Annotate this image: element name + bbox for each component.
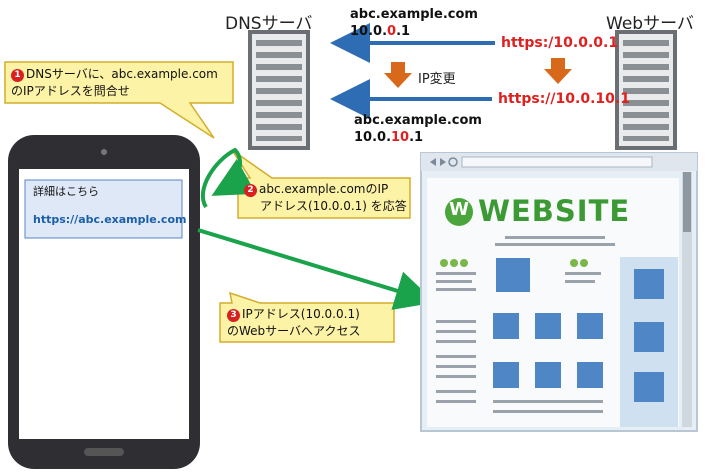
web-ip-old: https:/10.0.0.1: [501, 35, 619, 51]
ip-highlight: 10: [391, 130, 410, 145]
phone-note: 詳細はこちら: [33, 185, 99, 198]
ip-change-arrow-dns: [384, 62, 412, 88]
dns-server-title: DNSサーバ: [225, 14, 313, 34]
ip-highlight: 0: [387, 24, 397, 39]
step3-number-icon: 3: [227, 309, 240, 322]
phone-message-box: [24, 179, 183, 239]
dns-record-old-domain: abc.example.com: [350, 7, 478, 22]
callout-step3-line2: のWebサーバへアクセス: [227, 324, 361, 338]
callout-step1-bubble: [4, 61, 234, 139]
ip-prefix: 10.0.: [350, 24, 388, 39]
website-logo-text: WEBSITE: [478, 194, 631, 228]
step1-number-icon: 1: [11, 69, 24, 82]
dns-record-new-domain: abc.example.com: [354, 113, 482, 128]
web-server-title: Webサーバ: [606, 14, 694, 34]
website-logo-letter: W: [449, 199, 469, 220]
access-arrow: [197, 228, 436, 310]
ip-change-arrow-web: [544, 58, 572, 84]
step2-number-icon: 2: [244, 184, 257, 197]
callout-step1-line1: DNSサーバに、abc.example.com: [26, 67, 218, 81]
dns-record-old: abc.example.com 10.0.0.1: [350, 6, 478, 40]
callout-step3-line1: IPアドレス(10.0.0.1): [242, 307, 360, 321]
callout-step2-line2: アドレス(10.0.0.1) を応答: [260, 199, 407, 213]
callout-step3-bubble: [219, 291, 395, 343]
callout-step2-line1: abc.example.comのIP: [259, 182, 389, 196]
ip-suffix: .1: [396, 24, 411, 39]
web-server-icon: [615, 30, 677, 150]
query-arrow: [200, 147, 257, 209]
phone-link[interactable]: https://abc.example.com: [33, 213, 187, 226]
dns-record-old-ip: 10.0.0.1: [350, 23, 478, 40]
callout-step1-line2: のIPアドレスを問合せ: [11, 84, 130, 98]
ip-prefix: 10.0.: [354, 130, 392, 145]
website-window-icon: [420, 152, 698, 432]
ip-change-label: IP変更: [418, 72, 456, 87]
web-ip-new: https://10.0.10.1: [498, 91, 630, 107]
dns-record-new: abc.example.com 10.0.10.1: [354, 112, 482, 146]
dns-server-icon: [248, 30, 310, 150]
ip-suffix: .1: [409, 130, 424, 145]
dns-record-new-ip: 10.0.10.1: [354, 129, 482, 146]
